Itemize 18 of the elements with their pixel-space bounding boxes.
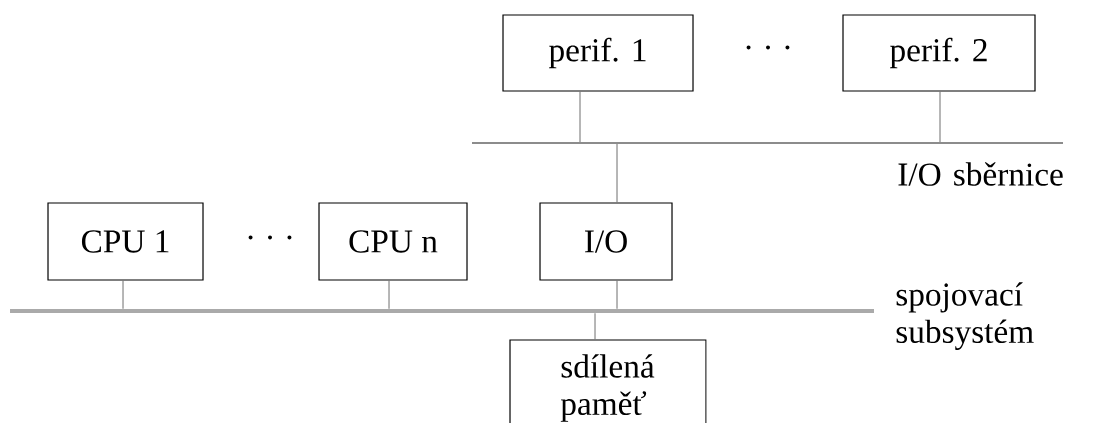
ellipsis: · · · — [248, 235, 292, 240]
ellipsis: · · · — [746, 45, 790, 50]
box: sdílená paměť — [509, 339, 707, 423]
connector-line — [388, 280, 390, 310]
box: I/O — [539, 202, 673, 281]
box: perif. 2 — [842, 14, 1036, 92]
connector-line — [594, 312, 596, 340]
connector-line — [939, 91, 941, 143]
bus-label: spojovací subsystém — [896, 282, 1034, 350]
connector-line — [579, 91, 581, 143]
bus-line — [472, 142, 1063, 144]
bus-label: I/O sběrnice — [898, 162, 1063, 186]
connector-line — [616, 143, 618, 203]
box: CPU n — [318, 202, 468, 281]
connector-line — [122, 280, 124, 310]
box: CPU 1 — [47, 202, 204, 281]
box: perif. 1 — [502, 14, 694, 92]
connector-line — [616, 280, 618, 310]
